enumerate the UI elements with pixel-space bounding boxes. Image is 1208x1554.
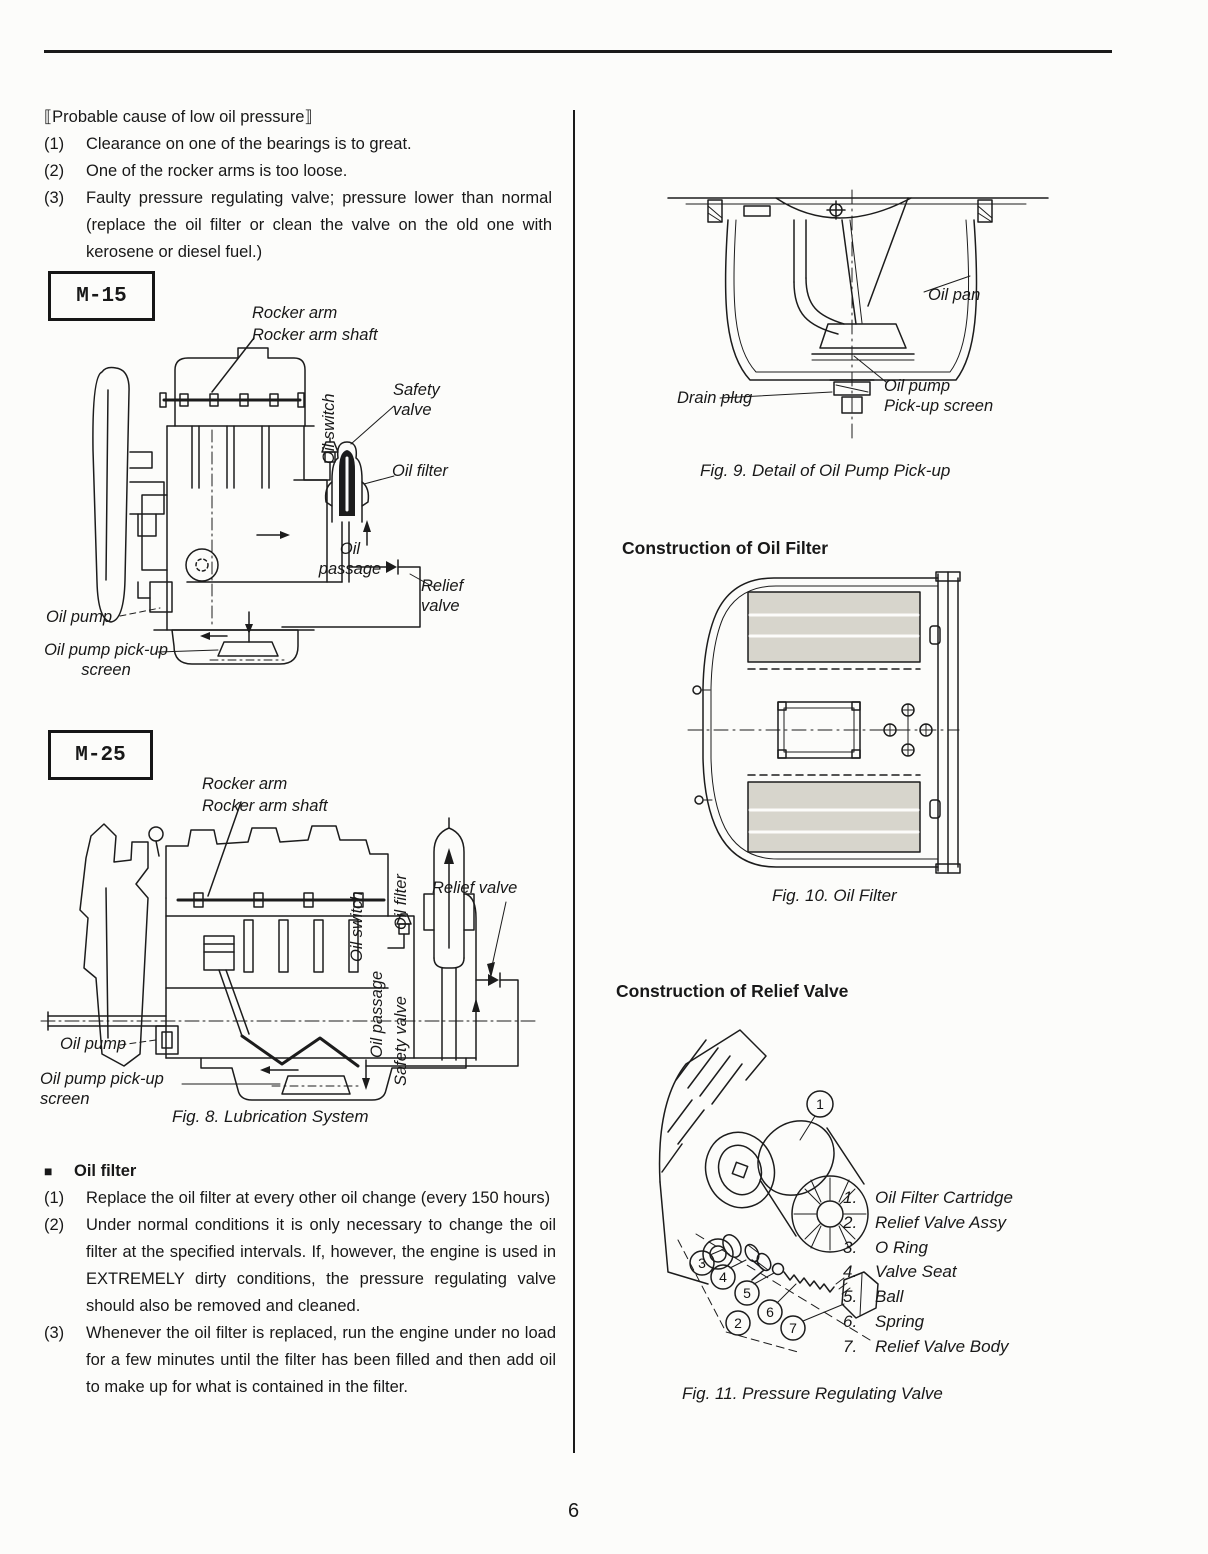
label-oil-pump-pickup-screen: Oil pump pick-up screen: [40, 1070, 164, 1108]
m15-lubrication-diagram: [92, 337, 436, 665]
square-bullet-icon: ■: [44, 1163, 53, 1179]
label-rocker-arm-shaft: Rocker arm shaft: [202, 797, 328, 815]
label-oil-pump: Oil pump: [60, 1035, 127, 1053]
oil-filter-item-number: (2): [44, 1216, 65, 1234]
cause-item: (2) One of the rocker arms is too loose.: [44, 158, 552, 185]
label-rocker-arm: Rocker arm: [202, 775, 288, 793]
bracket-close: ⟧: [304, 108, 313, 126]
part-name: Spring: [875, 1311, 925, 1331]
cause-item-text: Clearance on one of the bearings is to g…: [86, 135, 412, 153]
label-safety-valve: Safety valve: [393, 381, 440, 419]
callout-1: 1: [816, 1096, 824, 1112]
part-name: Relief Valve Body: [875, 1336, 1009, 1356]
column-divider: [573, 110, 575, 1453]
oil-filter-item-text: Replace the oil filter at every other oi…: [86, 1189, 551, 1207]
cause-item-number: (2): [44, 162, 65, 180]
parts-list-item: 2. Relief Valve Assy: [843, 1211, 1013, 1236]
callout-3: 3: [698, 1255, 706, 1271]
part-name: O Ring: [875, 1237, 928, 1257]
callout-5: 5: [743, 1285, 751, 1301]
callout-7: 7: [789, 1320, 797, 1336]
label-pickup-screen-line: Pick-up screen: [884, 397, 994, 415]
label-relief-valve: Relief valve: [421, 577, 464, 615]
part-number: 3.: [843, 1237, 858, 1257]
cause-item-text: One of the rocker arms is too loose.: [86, 162, 348, 180]
part-name: Ball: [875, 1287, 904, 1307]
probable-causes-block: ⟦Probable cause of low oil pressure⟧ (1)…: [44, 104, 552, 266]
bracket-open: ⟦: [44, 108, 53, 126]
label-safety-valve: Safety valve: [392, 996, 410, 1086]
fig10-oil-filter-diagram: [687, 571, 961, 874]
oil-filter-item: (1) Replace the oil filter at every othe…: [44, 1185, 556, 1212]
oil-filter-item: (2) Under normal conditions it is only n…: [44, 1212, 556, 1320]
parts-list-item: 4. Valve Seat: [843, 1260, 1013, 1285]
label-drain-plug: Drain plug: [677, 389, 753, 407]
fig11-caption: Fig. 11. Pressure Regulating Valve: [682, 1384, 943, 1403]
label-oil-pump-pickup-screen: Oil pump Pick-up screen: [884, 376, 993, 416]
cause-item: (1) Clearance on one of the bearings is …: [44, 131, 552, 158]
oil-filter-item-number: (3): [44, 1324, 65, 1342]
oil-filter-item: (3) Whenever the oil filter is replaced,…: [44, 1320, 556, 1401]
label-oil-filter: Oil filter: [392, 874, 410, 930]
part-number: 6.: [843, 1311, 858, 1331]
parts-list-item: 3. O Ring: [843, 1236, 1013, 1261]
model-box-m15: M-15: [48, 271, 155, 321]
label-oil-switch: Oil switch: [320, 393, 338, 464]
parts-list-item: 5. Ball: [843, 1285, 1013, 1310]
label-oil-passage: Oil passage: [318, 540, 382, 578]
probable-causes-heading-text: Probable cause of low oil pressure: [52, 108, 305, 126]
model-box-m25: M-25: [48, 730, 153, 780]
oil-filter-section: ■ Oil filter (1) Replace the oil filter …: [44, 1158, 556, 1401]
label-oil-pump-line: Oil pump: [884, 377, 951, 395]
label-rocker-arm-shaft: Rocker arm shaft: [252, 326, 378, 344]
fig10-caption: Fig. 10. Oil Filter: [772, 886, 897, 905]
label-oil-filter: Oil filter: [392, 462, 448, 480]
label-oil-passage: Oil passage: [368, 970, 386, 1058]
callout-2: 2: [734, 1315, 742, 1331]
part-name: Oil Filter Cartridge: [875, 1188, 1013, 1207]
construction-oil-filter-heading: Construction of Oil Filter: [622, 538, 829, 558]
label-relief-valve: Relief valve: [432, 879, 518, 897]
part-number: 7.: [843, 1336, 858, 1356]
cause-item-text: Faulty pressure regulating valve; pressu…: [86, 189, 552, 261]
label-oil-pump: Oil pump: [46, 608, 113, 626]
parts-list-item: 7. Relief Valve Body: [843, 1335, 1013, 1360]
oil-filter-heading: ■ Oil filter: [44, 1158, 556, 1185]
cause-item: (3) Faulty pressure regulating valve; pr…: [44, 185, 552, 266]
oil-filter-item-number: (1): [44, 1189, 65, 1207]
callout-4: 4: [719, 1269, 727, 1285]
part-number: 4.: [843, 1262, 858, 1282]
top-rule: [44, 50, 1112, 53]
fig9-oil-pan-diagram: [667, 189, 1049, 439]
callout-6: 6: [766, 1304, 774, 1320]
construction-relief-valve-heading: Construction of Relief Valve: [616, 981, 849, 1001]
part-number: 5.: [843, 1287, 858, 1307]
cause-item-number: (1): [44, 135, 65, 153]
parts-list-item: 1. Oil Filter Cartridge: [843, 1186, 1013, 1211]
fig11-parts-list: 1. Oil Filter Cartridge 2. Relief Valve …: [843, 1186, 1013, 1360]
probable-causes-heading: ⟦Probable cause of low oil pressure⟧: [44, 104, 552, 131]
part-number: 1.: [843, 1188, 858, 1207]
label-oil-pan: Oil pan: [928, 286, 981, 304]
fig9-caption: Fig. 9. Detail of Oil Pump Pick-up: [700, 461, 951, 480]
fig8-caption: Fig. 8. Lubrication System: [172, 1107, 369, 1126]
oil-filter-item-text: Under normal conditions it is only neces…: [86, 1216, 556, 1315]
label-oil-pump-pickup-screen: Oil pump pick-up screen: [44, 641, 168, 679]
oil-filter-item-text: Whenever the oil filter is replaced, run…: [86, 1324, 556, 1396]
part-name: Relief Valve Assy: [875, 1212, 1007, 1232]
part-number: 2.: [843, 1212, 858, 1232]
part-name: Valve Seat: [875, 1262, 957, 1282]
page-number: 6: [568, 1500, 580, 1522]
m25-lubrication-diagram: [40, 801, 537, 1101]
label-oil-switch: Oil switch: [348, 891, 366, 962]
fig11-relief-valve-diagram: 1 3 4 5 6 2 7: [658, 1029, 879, 1353]
cause-item-number: (3): [44, 189, 65, 207]
label-rocker-arm: Rocker arm: [252, 304, 338, 322]
oil-filter-heading-text: Oil filter: [74, 1162, 137, 1180]
parts-list-item: 6. Spring: [843, 1310, 1013, 1335]
